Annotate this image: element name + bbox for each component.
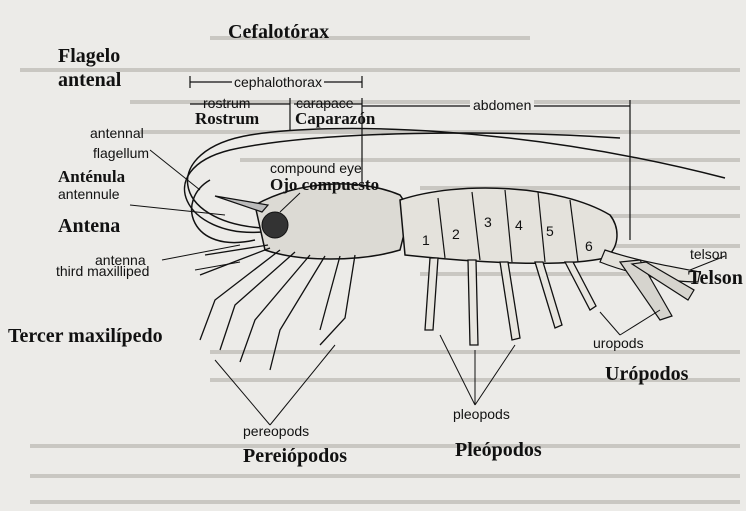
third-maxilliped-label: third maxilliped bbox=[56, 264, 149, 278]
pereopods-label: pereopods bbox=[243, 424, 309, 438]
segment-number-1: 1 bbox=[422, 232, 430, 248]
uropods-label: uropods bbox=[593, 336, 644, 350]
telson-es-label: Telson bbox=[688, 268, 743, 288]
antenula-label: Anténula bbox=[58, 168, 125, 185]
segment-number-4: 4 bbox=[515, 217, 523, 233]
carapace-label: carapace bbox=[296, 96, 354, 110]
pleopodos-label: Pleópodos bbox=[455, 440, 542, 460]
flagelo-antenal-label-line2: antenal bbox=[58, 70, 121, 90]
cephalothorax-label: cephalothorax bbox=[232, 75, 324, 89]
tercer-maxilipedo-label: Tercer maxilípedo bbox=[8, 326, 163, 346]
telson-label: telson bbox=[690, 247, 727, 261]
uropodos-label: Urópodos bbox=[605, 364, 688, 384]
antennal-flagellum-label-line1: antennal bbox=[90, 126, 144, 140]
pereiopodos-label: Pereiópodos bbox=[243, 446, 347, 466]
pleopods bbox=[425, 258, 596, 345]
cefalotorax-label: Cefalotórax bbox=[228, 22, 329, 42]
rostrum-es-label: Rostrum bbox=[195, 110, 259, 127]
abdomen-label: abdomen bbox=[470, 98, 534, 112]
segment-number-6: 6 bbox=[585, 238, 593, 254]
rostrum-label: rostrum bbox=[203, 96, 250, 110]
flagelo-antenal-label-line1: Flagelo bbox=[58, 46, 120, 66]
antennal-flagellum-label-line2: flagellum bbox=[93, 146, 149, 160]
caparazon-label: Caparazón bbox=[295, 110, 375, 127]
antena-label: Antena bbox=[58, 216, 120, 236]
ojo-compuesto-label: Ojo compuesto bbox=[270, 176, 379, 193]
segment-number-2: 2 bbox=[452, 226, 460, 242]
pleopods-label: pleopods bbox=[453, 407, 510, 421]
segment-number-5: 5 bbox=[546, 223, 554, 239]
segment-number-3: 3 bbox=[484, 214, 492, 230]
antennule-label: antennule bbox=[58, 187, 120, 201]
compound-eye-label: compound eye bbox=[270, 161, 362, 175]
